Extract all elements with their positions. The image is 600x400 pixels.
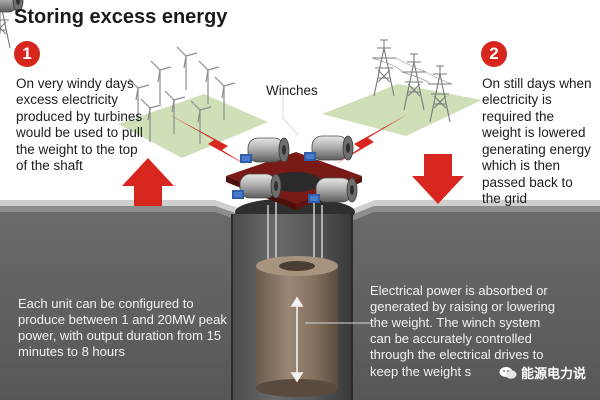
step-1-text: On very windy days excess electricity pr… bbox=[16, 76, 143, 174]
step-2-text: On still days when electricity is requir… bbox=[482, 76, 592, 207]
arrow-down-icon bbox=[412, 154, 464, 204]
power-lines bbox=[371, 57, 453, 85]
cables bbox=[267, 198, 323, 260]
ground-surface bbox=[0, 200, 600, 242]
winch-icon bbox=[0, 0, 358, 204]
capacity-note: Each unit can be configured to produce b… bbox=[18, 296, 227, 360]
page-title: Storing excess energy bbox=[14, 6, 228, 28]
control-note: Electrical power is absorbed or generate… bbox=[370, 283, 555, 379]
grid-field bbox=[322, 84, 482, 136]
up-down-arrow-icon bbox=[290, 296, 304, 383]
pointer-lines bbox=[282, 96, 372, 324]
watermark: 能源电力说 bbox=[499, 363, 586, 382]
wechat-icon bbox=[499, 366, 517, 379]
arrow-up-icon bbox=[122, 158, 174, 206]
watermark-text: 能源电力说 bbox=[520, 366, 586, 381]
step-1-badge: 1 bbox=[14, 41, 40, 67]
wind-farm-field bbox=[118, 94, 268, 158]
winches-label: Winches bbox=[266, 83, 318, 98]
step-2-badge: 2 bbox=[481, 41, 507, 67]
